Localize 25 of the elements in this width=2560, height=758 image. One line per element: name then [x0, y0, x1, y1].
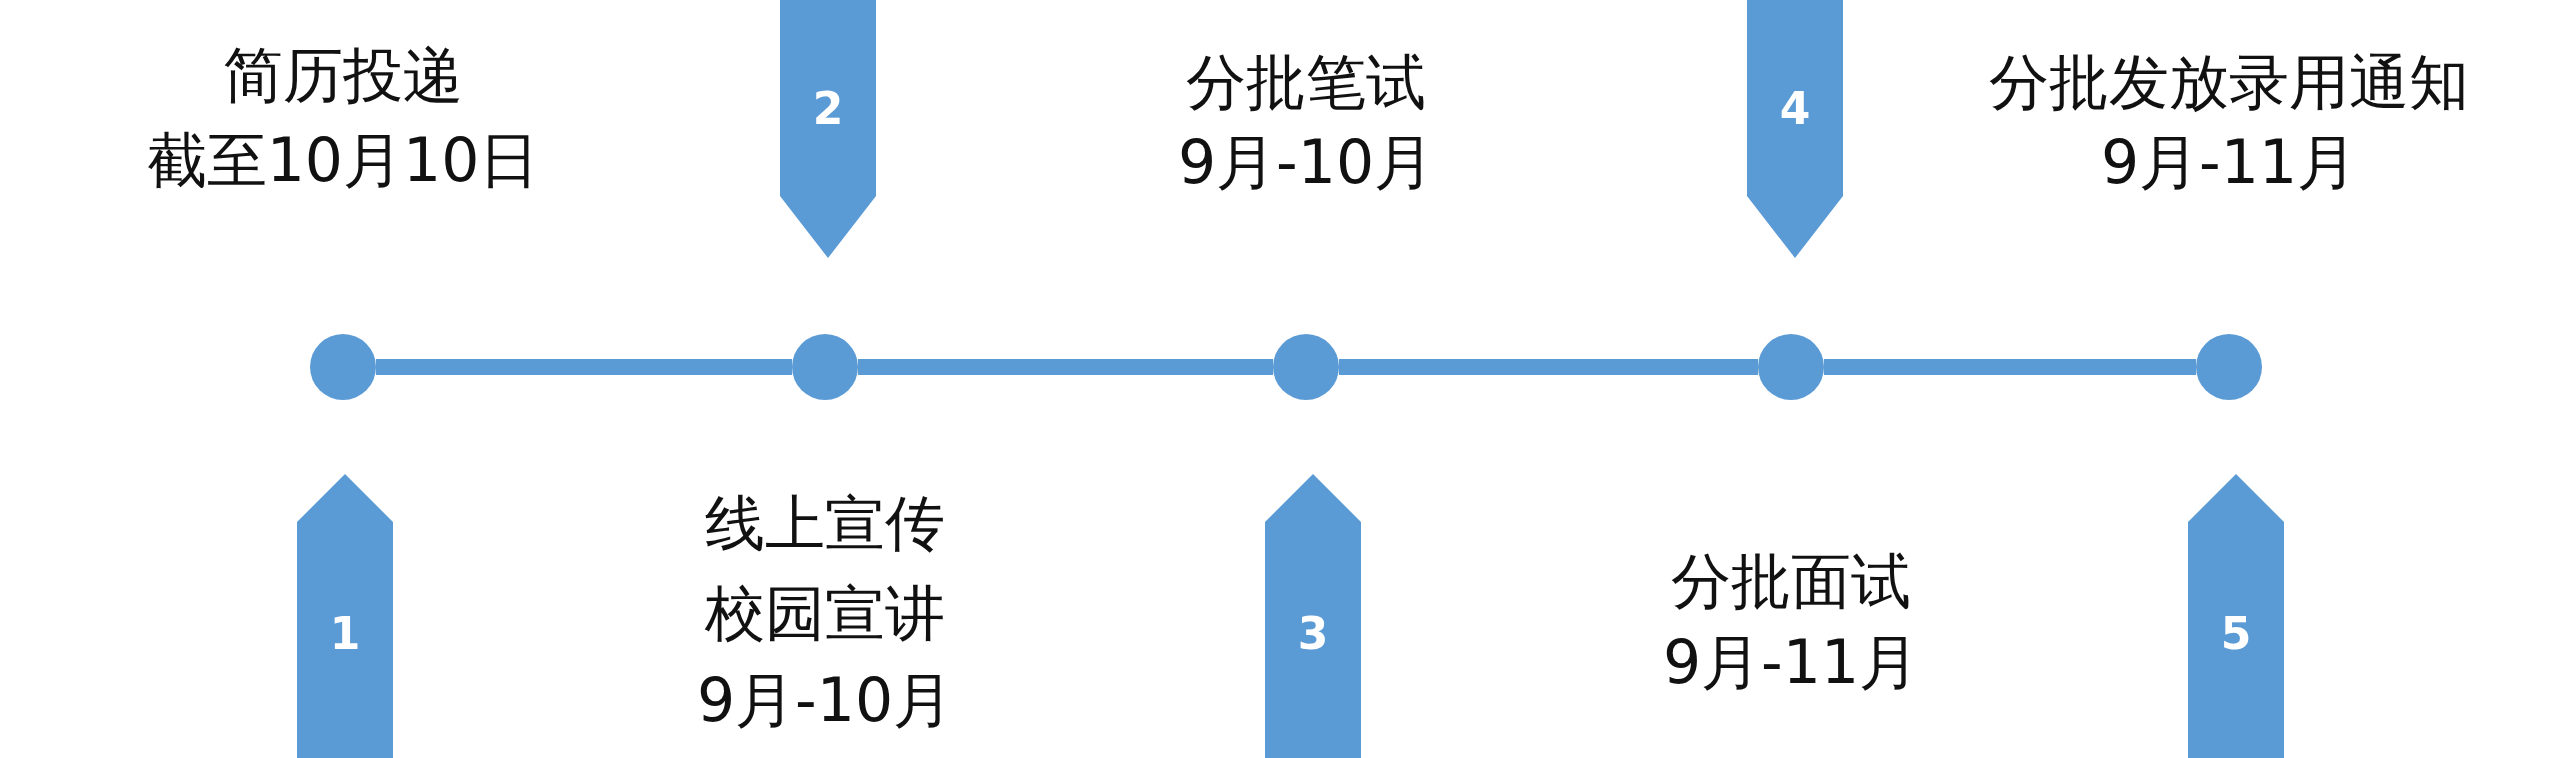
step-marker — [780, 0, 876, 258]
stage-label: 校园宣讲 — [705, 583, 945, 643]
stage-label: 分批发放录用通知 — [1989, 52, 2469, 112]
step-number: 4 — [1778, 87, 1812, 131]
stage-label: 9月-11月 — [2100, 132, 2358, 192]
step-number: 1 — [328, 612, 362, 656]
stage-label: 9月-10月 — [696, 670, 954, 730]
step-marker — [1265, 474, 1361, 758]
stage-label: 9月-10月 — [1177, 132, 1435, 192]
step-number: 2 — [811, 87, 845, 131]
step-marker — [1747, 0, 1843, 258]
step-number: 3 — [1296, 612, 1330, 656]
timeline-segment — [858, 359, 1273, 375]
timeline-segment — [1824, 359, 2196, 375]
step-number: 5 — [2219, 612, 2253, 656]
timeline-segment — [1339, 359, 1758, 375]
step-marker — [2188, 474, 2284, 758]
step-marker — [297, 474, 393, 758]
stage-label: 分批面试 — [1671, 551, 1911, 611]
stage-label: 简历投递 — [223, 45, 463, 105]
stage-label: 截至10月10日 — [146, 130, 540, 190]
timeline-segment — [376, 359, 792, 375]
stage-label: 9月-11月 — [1662, 632, 1920, 692]
stage-label: 分批笔试 — [1186, 52, 1426, 112]
stage-label: 线上宣传 — [705, 493, 945, 553]
